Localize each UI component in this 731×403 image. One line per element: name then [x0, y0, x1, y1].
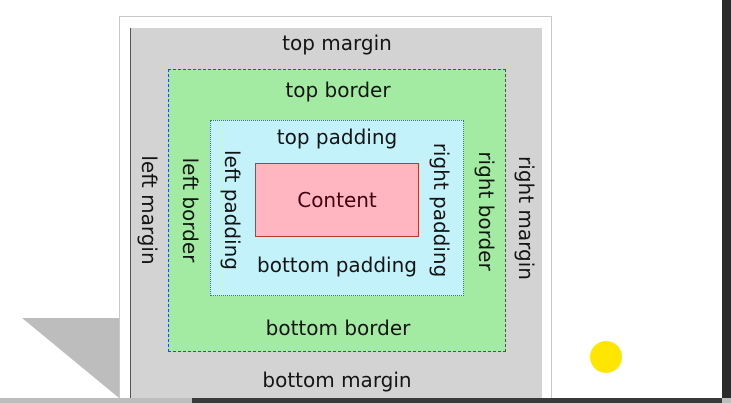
content-label: Content	[297, 188, 377, 212]
cursor-highlight-icon	[590, 341, 622, 373]
bottom-border-label: bottom border	[265, 316, 411, 340]
bottom-margin-label: bottom margin	[262, 368, 412, 392]
top-border-label: top border	[285, 78, 391, 102]
right-border-label: right border	[474, 151, 498, 271]
right-margin-label: right margin	[514, 156, 538, 280]
bottom-padding-label: bottom padding	[257, 253, 417, 277]
right-padding-label: right padding	[429, 142, 453, 278]
horizontal-scrollbar-thumb[interactable]	[192, 398, 722, 403]
left-margin-label: left margin	[137, 155, 161, 265]
window-edge	[722, 0, 731, 403]
top-padding-label: top padding	[276, 125, 398, 149]
content-area	[255, 163, 419, 237]
left-border-label: left border	[178, 157, 202, 263]
top-margin-label: top margin	[282, 31, 392, 55]
left-padding-label: left padding	[220, 149, 244, 271]
